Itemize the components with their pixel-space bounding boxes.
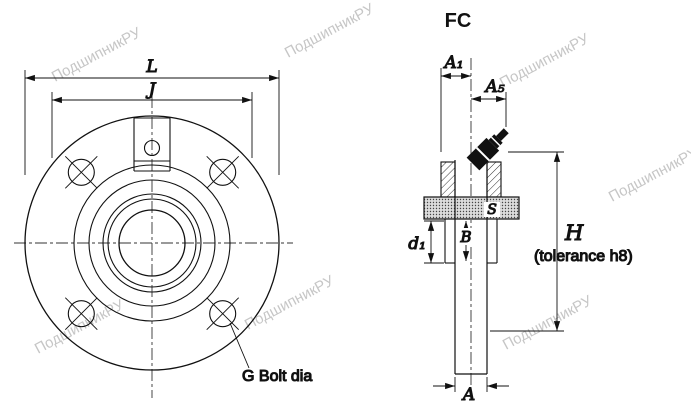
dim-B-label: B — [459, 228, 471, 246]
dim-A-label: A — [461, 385, 475, 405]
bearing-outer-circle — [88, 179, 216, 307]
dim-A-lines — [433, 377, 509, 392]
dim-A1-lines — [440, 68, 471, 152]
front-view: L J G Bolt dia — [14, 56, 313, 398]
bearing-ring-inner-circle — [107, 198, 197, 288]
dim-J-lines — [51, 92, 253, 158]
bolt-dia-leader-line — [229, 322, 250, 369]
bearing-ring-circle — [102, 193, 202, 293]
bolt-hole-bottom-right — [206, 297, 240, 331]
flange-outer-circle — [24, 115, 280, 371]
flange-plate-section — [423, 196, 520, 220]
bolt-dia-label: G Bolt dia — [242, 368, 312, 385]
dim-J-label: J — [146, 80, 157, 100]
front-view-centerlines — [14, 96, 293, 398]
dim-A5-label: A₅ — [483, 77, 504, 97]
dim-d1-lines — [424, 220, 444, 264]
watermark-text: ПодшипникРУ — [282, 0, 377, 61]
watermark-text: ПодшипникРУ — [500, 292, 595, 353]
watermark-text: ПодшипникРУ — [242, 272, 337, 333]
bolt-hole-bottom-left — [64, 297, 98, 331]
watermark-text: ПодшипникРУ — [497, 30, 592, 91]
dim-L-lines — [24, 70, 280, 175]
side-view-title: FC — [445, 10, 472, 32]
dim-H-lines — [490, 151, 564, 332]
bore-circle — [118, 209, 186, 277]
watermark-text: ПодшипникРУ — [606, 144, 691, 205]
dim-d1-label: d₁ — [408, 234, 426, 254]
dim-L-label: L — [145, 57, 157, 77]
spigot-outline — [444, 219, 498, 264]
side-view: FC — [408, 10, 634, 405]
dim-A5-lines — [471, 92, 507, 127]
watermarks: ПодшипникРУ ПодшипникРУ ПодшипникРУ Подш… — [32, 0, 691, 357]
dim-H-label: H — [564, 221, 584, 245]
grease-fitting — [466, 128, 509, 171]
dim-S-label-bg — [484, 202, 500, 217]
dim-B-lines — [457, 221, 475, 261]
grease-boss — [133, 117, 171, 172]
dim-H-tolerance-note: (tolerance h8) — [534, 248, 633, 265]
dim-A1-label: A₁ — [442, 53, 463, 73]
bolt-hole-top-left — [64, 155, 98, 189]
bolt-hole-top-right — [206, 155, 240, 189]
shaft-outline — [454, 160, 488, 375]
dim-S-label: S — [487, 202, 497, 218]
housing-boss-circle — [73, 164, 231, 322]
watermark-text: ПодшипникРУ — [49, 24, 144, 85]
